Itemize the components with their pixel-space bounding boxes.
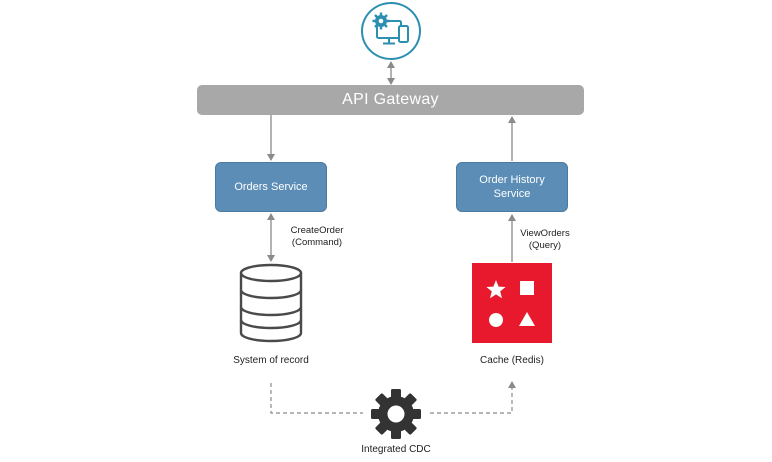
orders-service-label: Orders Service bbox=[234, 181, 308, 193]
order-history-label-line1: Order History bbox=[479, 174, 545, 186]
cache-caption: Cache (Redis) bbox=[480, 355, 544, 366]
api-gateway-label: API Gateway bbox=[342, 91, 439, 108]
database-icon bbox=[239, 263, 303, 343]
orders-service-node: Orders Service bbox=[215, 162, 327, 212]
system-of-record-caption: System of record bbox=[233, 355, 309, 366]
order-history-label-line2: Service bbox=[493, 188, 531, 200]
client-node bbox=[361, 2, 421, 60]
cdc-cache-dashed-connector bbox=[430, 381, 516, 414]
devices-gear-icon bbox=[372, 12, 409, 45]
cdc-dashed-connector bbox=[270, 383, 363, 414]
api-gateway: API Gateway bbox=[197, 85, 584, 115]
cache-node bbox=[472, 263, 552, 343]
shapes-icon bbox=[486, 280, 535, 327]
view-orders-text: ViewOrders bbox=[520, 228, 570, 239]
view-orders-edge-label: ViewOrders (Query) bbox=[515, 228, 575, 252]
command-text: (Command) bbox=[291, 237, 343, 248]
create-order-text: CreateOrder bbox=[290, 225, 344, 236]
order-history-service-node: Order History Service bbox=[456, 162, 568, 212]
integrated-cdc-caption: Integrated CDC bbox=[361, 444, 431, 455]
create-order-edge-label: CreateOrder (Command) bbox=[282, 225, 352, 249]
query-text: (Query) bbox=[528, 240, 562, 251]
gear-icon bbox=[371, 389, 421, 439]
